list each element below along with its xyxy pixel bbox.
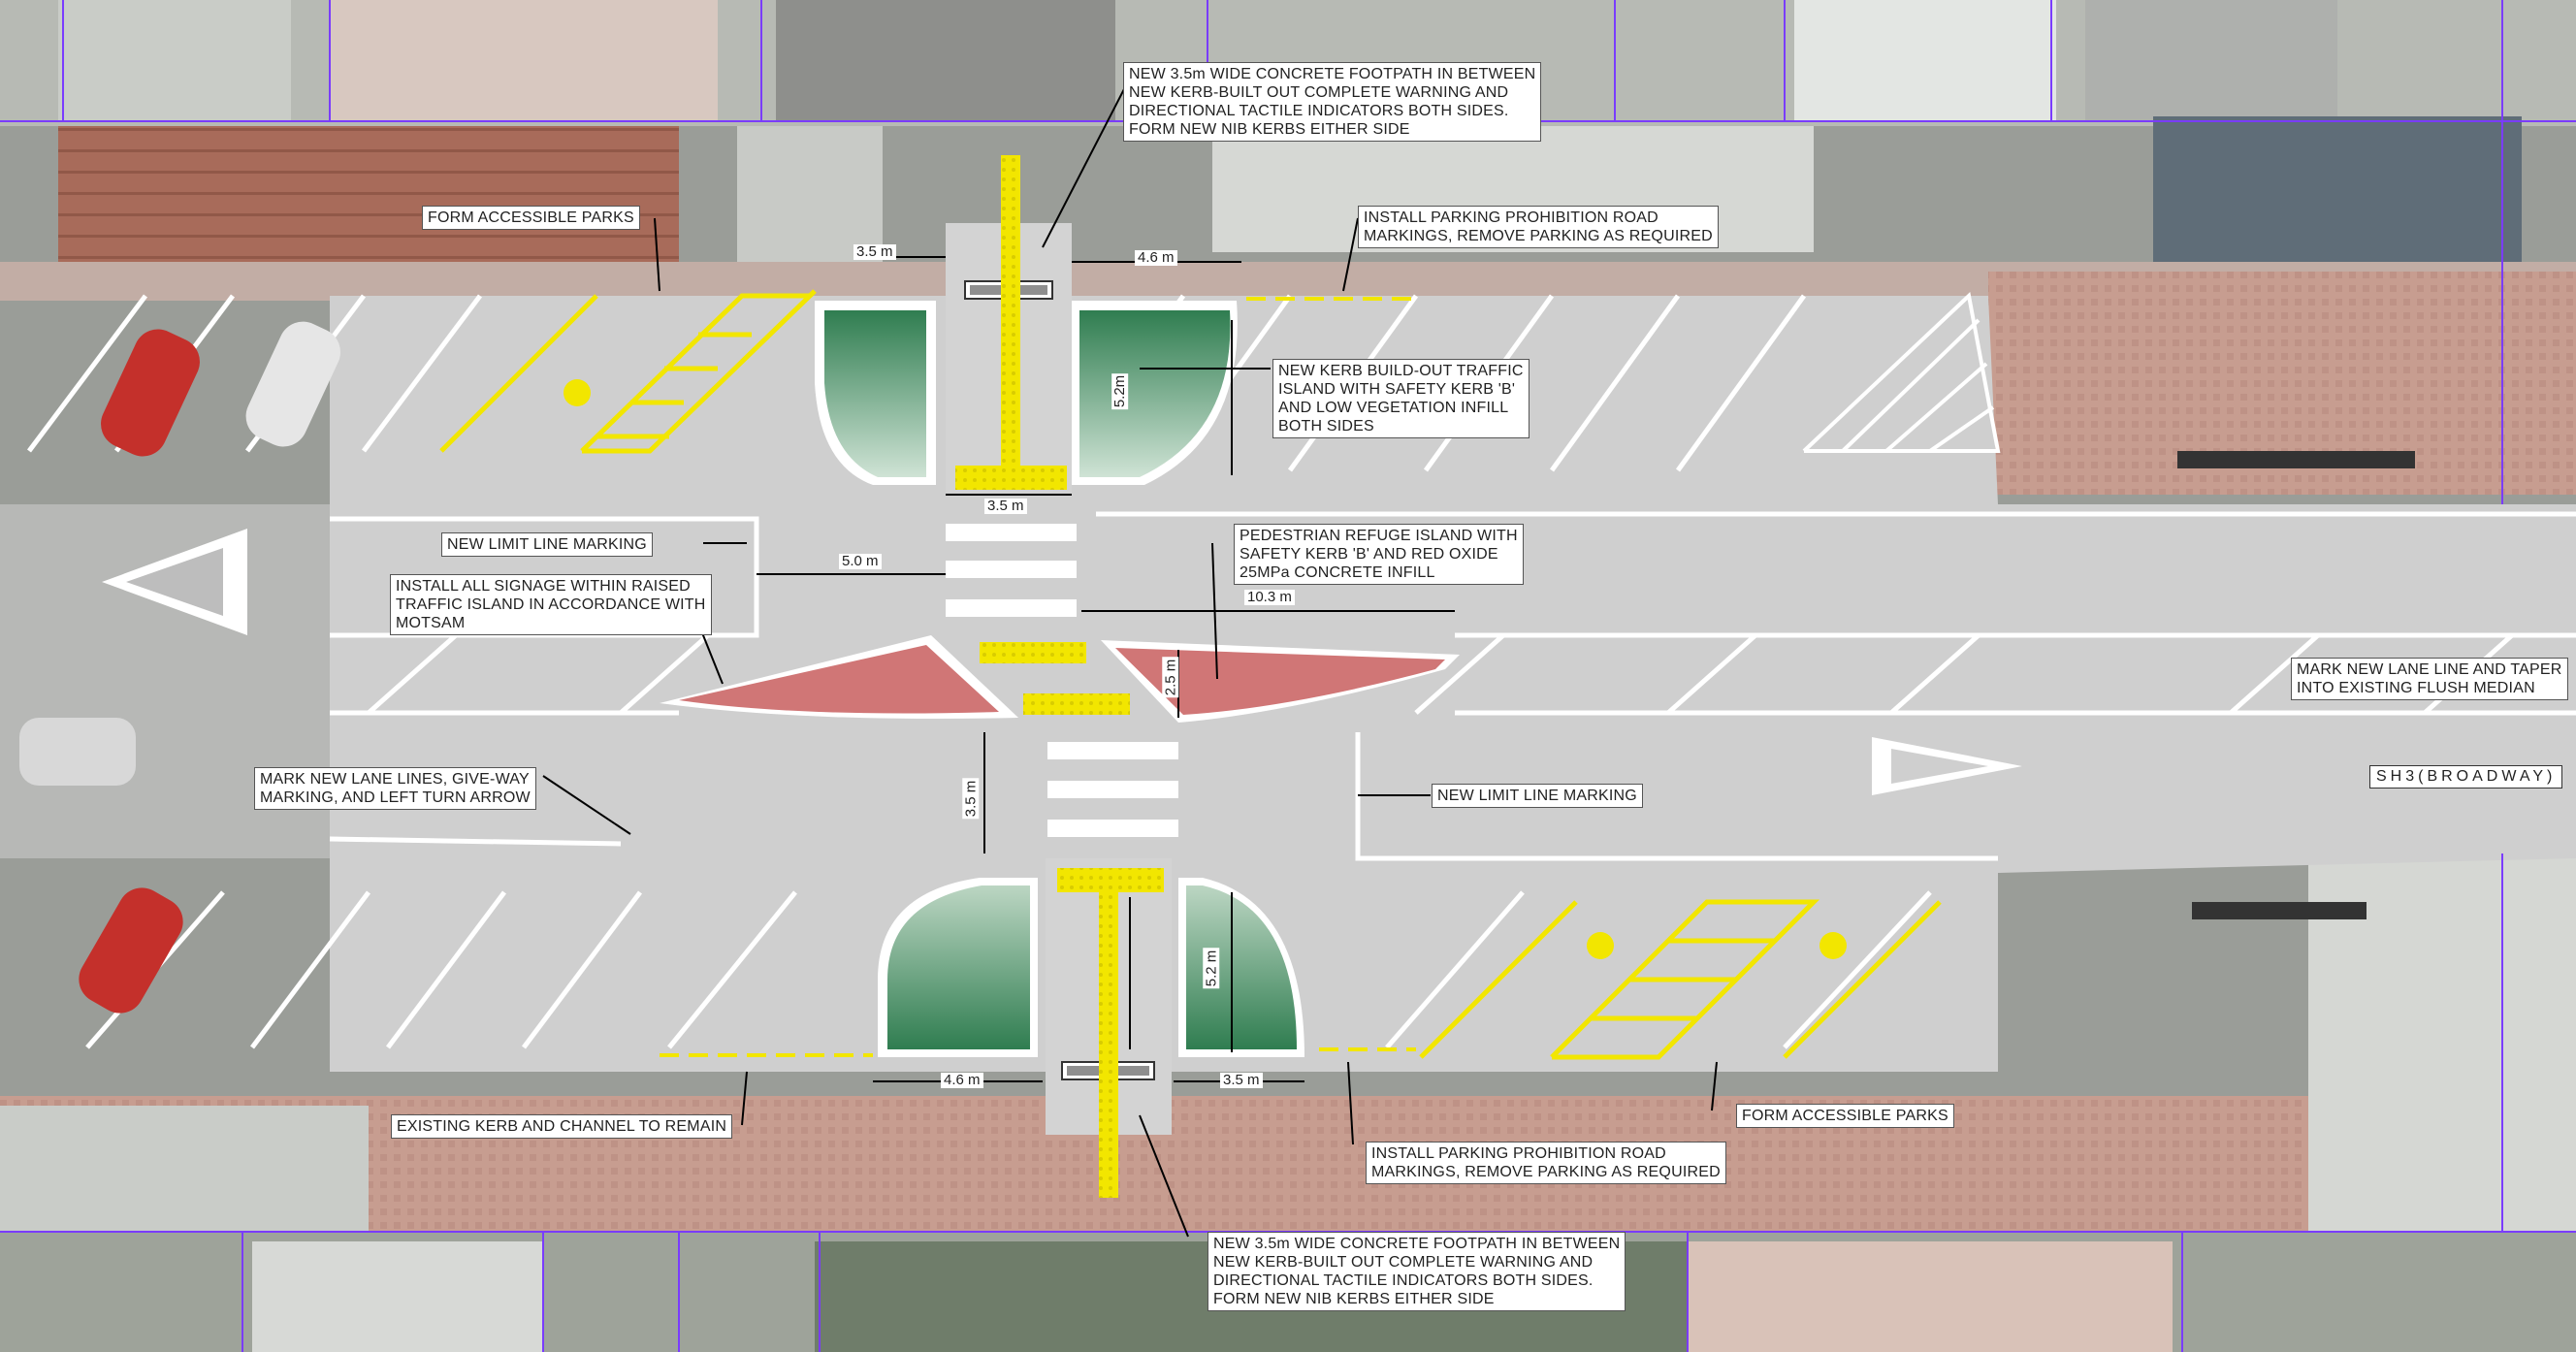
tactile-refuge-south [1023, 693, 1130, 715]
note-accessible-parks-south: FORM ACCESSIBLE PARKS [1736, 1104, 1954, 1128]
kerb-buildout-island-ne [1079, 310, 1231, 477]
kerb-buildout-island-se [1186, 885, 1297, 1049]
refuge-island-west [679, 645, 999, 714]
no-parking-lines [660, 297, 1416, 1057]
refuge-island-east [1115, 648, 1445, 715]
note-footpath-south: NEW 3.5m WIDE CONCRETE FOOTPATH IN BETWE… [1208, 1232, 1626, 1311]
note-parking-prohibition-north: INSTALL PARKING PROHIBITION ROAD MARKING… [1358, 206, 1719, 248]
dim-lane-offset: 3.5 m [962, 778, 980, 820]
dim-top-left-width: 3.5 m [853, 244, 896, 260]
note-limit-line-east: NEW LIMIT LINE MARKING [1432, 784, 1643, 808]
note-signage: INSTALL ALL SIGNAGE WITHIN RAISED TRAFFI… [390, 574, 712, 635]
kerb-buildout-island-nw [824, 310, 926, 477]
tactile-refuge-north [980, 642, 1086, 663]
dim-bottom-left-width: 4.6 m [941, 1073, 983, 1088]
footpath-south [0, 1096, 2576, 1232]
dim-refuge-length: 10.3 m [1244, 590, 1295, 605]
note-kerb-buildout: NEW KERB BUILD-OUT TRAFFIC ISLAND WITH S… [1272, 359, 1530, 438]
note-accessible-parks-north: FORM ACCESSIBLE PARKS [422, 206, 640, 230]
pedestrian-crossing [946, 524, 1178, 837]
road-surface [330, 296, 2576, 1072]
kerb-buildout-island-sw [887, 885, 1030, 1049]
note-lane-lines: MARK NEW LANE LINES, GIVE-WAY MARKING, A… [254, 767, 536, 810]
dim-top-right-width: 4.6 m [1135, 250, 1177, 266]
road-name-label: SH3(BROADWAY) [2369, 765, 2563, 789]
dim-top-footpath-width: 3.5 m [984, 499, 1027, 514]
dim-limit-offset: 5.0 m [839, 554, 882, 569]
note-footpath-north: NEW 3.5m WIDE CONCRETE FOOTPATH IN BETWE… [1123, 62, 1542, 142]
lane-markings [329, 511, 2576, 861]
accessible-parking-symbol [564, 379, 1847, 959]
note-refuge-island: PEDESTRIAN REFUGE ISLAND WITH SAFETY KER… [1234, 524, 1524, 585]
tactile-indicator-north [1001, 155, 1020, 466]
dim-refuge-height: 2.5 m [1162, 657, 1179, 698]
dim-bottom-right-width: 3.5 m [1220, 1073, 1263, 1088]
note-parking-prohibition-south: INSTALL PARKING PROHIBITION ROAD MARKING… [1366, 1142, 1726, 1184]
accessible-parks-north [439, 289, 817, 454]
note-lane-taper: MARK NEW LANE LINE AND TAPER INTO EXISTI… [2291, 658, 2568, 700]
existing-feature-bar-north [2177, 451, 2415, 468]
note-existing-kerb: EXISTING KERB AND CHANNEL TO REMAIN [391, 1114, 733, 1139]
accessible-parks-south [1419, 899, 1942, 1060]
red-roof-north [58, 126, 679, 272]
dim-bottom-island-height: 5.2 m [1203, 948, 1220, 989]
parked-cars [19, 321, 340, 1014]
existing-feature-bar-south [2192, 902, 2367, 919]
dim-top-island-height: 5.2m [1111, 372, 1129, 410]
leader-lines [542, 86, 1718, 1238]
note-limit-line-west: NEW LIMIT LINE MARKING [441, 532, 653, 557]
tactile-indicator-south [1099, 878, 1118, 1198]
